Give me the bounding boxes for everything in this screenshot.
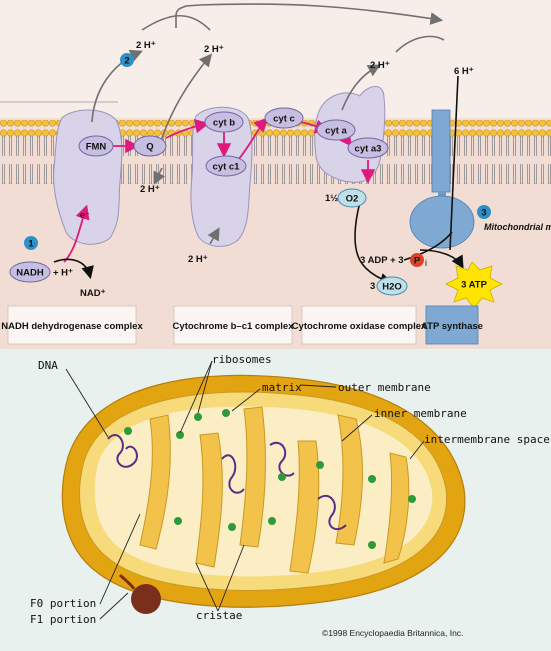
cyt-c-label: cyt c (273, 114, 295, 125)
fmn-label: FMN (86, 142, 107, 153)
fmn-node (78, 135, 114, 157)
atp-label: 3 ATP (461, 280, 488, 291)
nad-label: NAD⁺ (80, 288, 106, 299)
intermembrane-space-label: intermembrane space (424, 433, 550, 446)
q-label: Q (146, 142, 153, 153)
atp-synthase (409, 109, 475, 249)
reaction-arrows (53, 75, 464, 286)
mitochondrion-diagram: DNA ribosomes matrix outer membrane inne… (0, 349, 551, 651)
cristae-label: cristae (196, 609, 242, 622)
o2-node (337, 188, 367, 208)
f0-portion-label: F0 portion (30, 597, 96, 610)
svg-text:2: 2 (124, 56, 129, 67)
cyt-c1-label: cyt c1 (213, 162, 241, 173)
f1-portion-label: F1 portion (30, 613, 96, 626)
proton-label-2h-a: 2 H⁺ (136, 40, 156, 51)
matrix-label: matrix (262, 381, 302, 394)
nadh-complex-label: NADH dehydrogenase complex (1, 321, 143, 332)
step-badge-2: 2 (120, 53, 134, 67)
proton-label-2h-c: 2 H⁺ (370, 60, 390, 71)
cyt-a3-node (347, 137, 389, 159)
h2o-label: H2O (382, 282, 402, 293)
proton-label-2h-b: 2 H⁺ (204, 44, 224, 55)
electron-label: e⁻ (80, 210, 90, 220)
oxidase-complex-label: Cytochrome oxidase complex (292, 321, 427, 332)
atp-synthase-box-label: ATP synthase (421, 321, 483, 332)
half-o2-coefficient: 1½ (325, 193, 338, 204)
pi-subscript: i (425, 258, 427, 268)
label-leader-lines (65, 360, 425, 620)
nadh-node (9, 261, 51, 283)
dna-label: DNA (38, 359, 58, 372)
pi-node (410, 253, 424, 267)
adp-label: 3 ADP + 3 (360, 255, 404, 266)
proton-pumping-arrows (91, 3, 445, 245)
top-white-region (0, 0, 551, 118)
water-coefficient: 3 (370, 281, 375, 292)
nadh-plus-h-label: + H⁺ (53, 268, 73, 279)
nadh-label: NADH (16, 268, 44, 279)
o2-label: O2 (346, 194, 359, 205)
pi-label: P (414, 256, 421, 267)
cyt-a3-label: cyt a3 (355, 144, 382, 155)
cyt-c-node (264, 107, 304, 129)
cristae (139, 406, 410, 574)
cyt-a-label: cyt a (325, 126, 347, 137)
svg-text:3: 3 (481, 208, 486, 219)
cyt-c1-node (205, 155, 247, 177)
electron-transport-chain-diagram: FMN Q cyt b cyt c1 cyt c cyt a cyt a3 NA… (0, 0, 551, 349)
f-portion-particle (118, 573, 161, 614)
matrix-label: Mitochondrial matrix (484, 222, 551, 232)
outer-membrane-label: outer membrane (338, 381, 431, 394)
ribosomes-label: ribosomes (212, 353, 272, 366)
step-badge-1: 1 (24, 236, 38, 250)
step-badge-3: 3 (477, 205, 491, 219)
oxidase-complex-box (301, 305, 417, 345)
nadh-complex-box (7, 305, 137, 345)
cytochrome-bc1-complex (190, 106, 253, 247)
cyt-b-label: cyt b (213, 118, 235, 129)
inner-membrane-label: inner membrane (374, 407, 467, 420)
dna-strands (107, 434, 347, 531)
proton-label-6h: 6 H⁺ (454, 66, 474, 77)
q-node (133, 135, 167, 157)
proton-label-2h-e: 2 H⁺ (188, 254, 208, 265)
ribosomes (124, 409, 416, 549)
atp-synthase-box (425, 305, 479, 345)
cyt-b-node (204, 111, 244, 133)
nadh-dehydrogenase-complex (53, 109, 123, 245)
proton-label-2h-d: 2 H⁺ (140, 184, 160, 195)
bc1-complex-label: Cytochrome b–c1 complex (173, 321, 295, 332)
cyt-a-node (316, 119, 356, 141)
bc1-complex-box (173, 305, 293, 345)
h2o-node (376, 276, 408, 296)
copyright-label: ©1998 Encyclopaedia Britannica, Inc. (322, 628, 463, 638)
svg-text:1: 1 (28, 239, 34, 250)
